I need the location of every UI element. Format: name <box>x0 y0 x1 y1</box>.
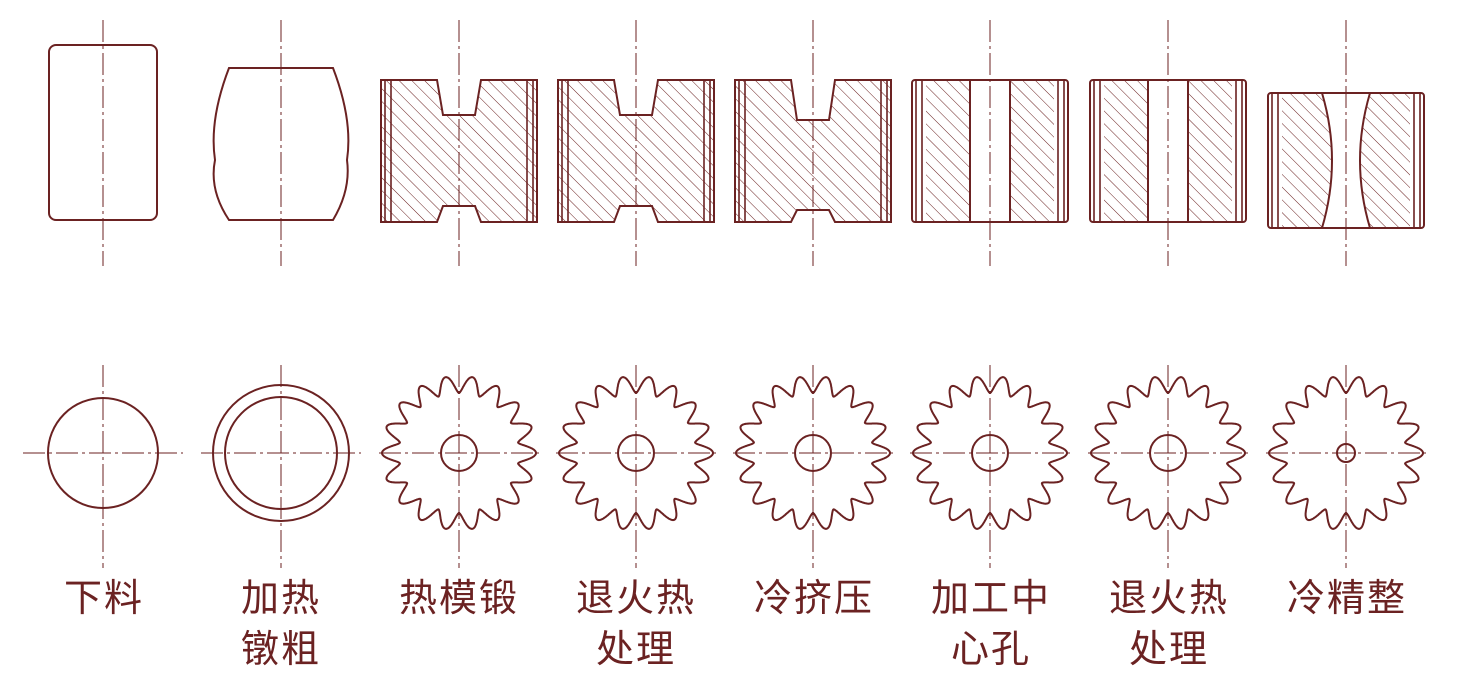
hatched-section <box>735 80 891 222</box>
hatched-section-left <box>1282 93 1332 228</box>
step-drawing-jiya <box>733 20 893 568</box>
step-label-tuihuo-1: 退火热 处理 <box>575 576 696 671</box>
step-drawing-xialiao <box>23 20 183 568</box>
step-drawing-tuihuo1 <box>556 20 716 568</box>
step-label-moduan: 热模锻 <box>398 576 519 620</box>
center-hole <box>1149 434 1187 472</box>
part-outline <box>911 79 1069 223</box>
billet-outline <box>48 44 158 221</box>
bore-curve <box>1321 92 1333 229</box>
forging-outline <box>734 79 892 223</box>
bore-curve <box>1359 92 1371 229</box>
forging-outline <box>380 79 538 223</box>
hatched-section-left <box>926 80 970 222</box>
step-drawing-zhongxin <box>910 20 1070 568</box>
center-hole <box>617 434 655 472</box>
hatched-section-right <box>1360 93 1410 228</box>
inner-circle <box>224 396 338 510</box>
gear-profile <box>912 376 1068 530</box>
step-drawing-tuihuo2 <box>1088 20 1248 568</box>
outer-circle <box>212 384 350 522</box>
step-label-jiya: 冷挤压 <box>753 576 874 620</box>
center-hole <box>440 434 478 472</box>
hatched-section <box>558 80 714 222</box>
part-outline <box>1089 79 1247 223</box>
step-label-tuihuo-2: 退火热 处理 <box>1108 576 1229 671</box>
center-hole <box>794 434 832 472</box>
step-drawing-jingzheng <box>1266 20 1426 568</box>
center-hole <box>1336 443 1356 463</box>
gear-profile <box>735 376 891 530</box>
step-label-zhongxin: 加工中 心孔 <box>930 576 1051 671</box>
hatched-section-left <box>1104 80 1148 222</box>
step-label-jingzheng: 冷精整 <box>1286 576 1407 620</box>
gear-profile <box>381 376 537 530</box>
step-label-duncu: 加热 镦粗 <box>240 576 321 671</box>
upset-billet-outline <box>212 67 350 221</box>
center-hole <box>971 434 1009 472</box>
hatched-section <box>381 80 537 222</box>
hatched-section-right <box>1010 80 1054 222</box>
gear-profile <box>1090 376 1246 530</box>
step-drawing-duncu <box>201 20 361 568</box>
gear-profile <box>558 376 714 530</box>
billet-end-circle <box>47 397 159 509</box>
hatched-section-right <box>1188 80 1232 222</box>
part-outline <box>1267 92 1425 229</box>
gear-profile <box>1268 376 1424 530</box>
step-label-xialiao: 下料 <box>63 576 144 620</box>
step-drawing-moduan <box>379 20 539 568</box>
forging-outline <box>557 79 715 223</box>
